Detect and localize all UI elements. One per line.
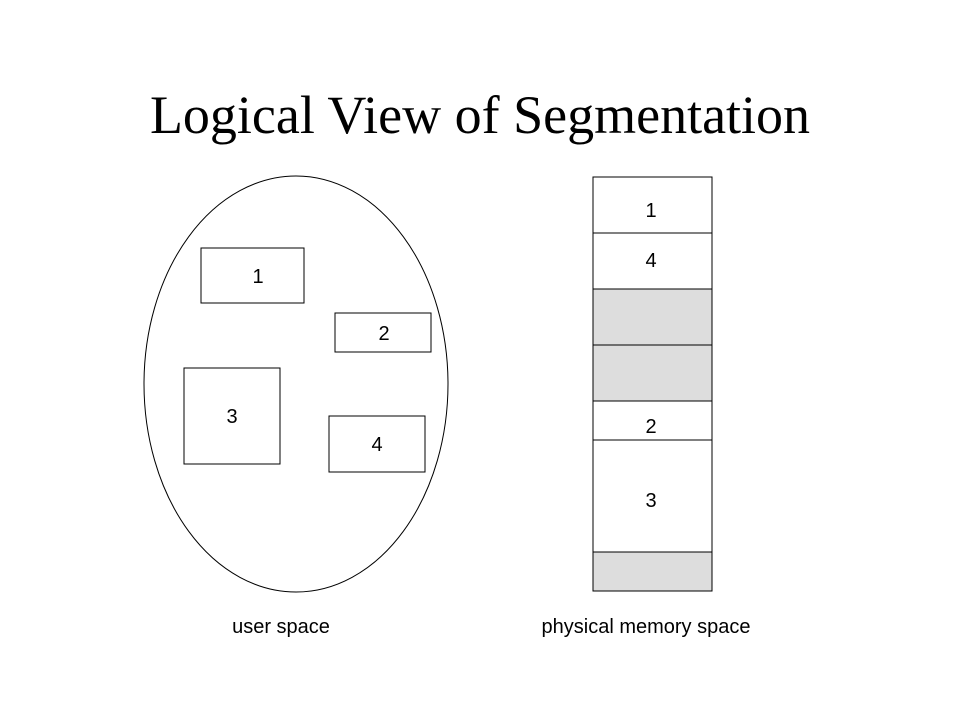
memory-block-5-box: [592, 400, 713, 441]
memory-block-5-label: 2: [645, 416, 656, 438]
user-segment-1-box: [200, 247, 305, 304]
user-segment-3-box: [183, 367, 281, 465]
memory-block-2: 4: [592, 232, 713, 290]
memory-block-2-label: 4: [645, 250, 656, 272]
user-segment-2-box: [334, 312, 432, 353]
user-segment-2-label: 2: [378, 323, 389, 345]
physical-memory-group: 1 4 2 3: [542, 176, 751, 638]
memory-block-6: 3: [592, 439, 713, 553]
user-segment-3-label: 3: [226, 406, 237, 428]
slide-title: Logical View of Segmentation: [149, 85, 811, 145]
user-space-group: 1 2 3 4 user space: [143, 175, 449, 638]
memory-block-1: 1: [592, 176, 713, 234]
user-segment-4-label: 4: [371, 434, 382, 456]
user-segment-4: 4: [328, 415, 426, 473]
memory-block-7: [592, 551, 713, 592]
user-segment-3: 3: [183, 367, 281, 465]
memory-block-1-label: 1: [645, 200, 656, 222]
memory-block-3-box: [592, 288, 713, 346]
physical-memory-caption: physical memory space: [542, 616, 751, 638]
memory-block-4: [592, 344, 713, 402]
memory-block-7-box: [592, 551, 713, 592]
memory-block-1-box: [592, 176, 713, 234]
memory-block-3: [592, 288, 713, 346]
user-segment-1: 1: [200, 247, 305, 304]
user-segment-1-label: 1: [252, 266, 263, 288]
memory-block-5: 2: [592, 400, 713, 441]
user-segment-2: 2: [334, 312, 432, 353]
user-segment-4-box: [328, 415, 426, 473]
memory-block-4-box: [592, 344, 713, 402]
user-space-caption: user space: [232, 616, 330, 638]
memory-block-6-label: 3: [645, 490, 656, 512]
user-space-ellipse: [143, 175, 449, 593]
